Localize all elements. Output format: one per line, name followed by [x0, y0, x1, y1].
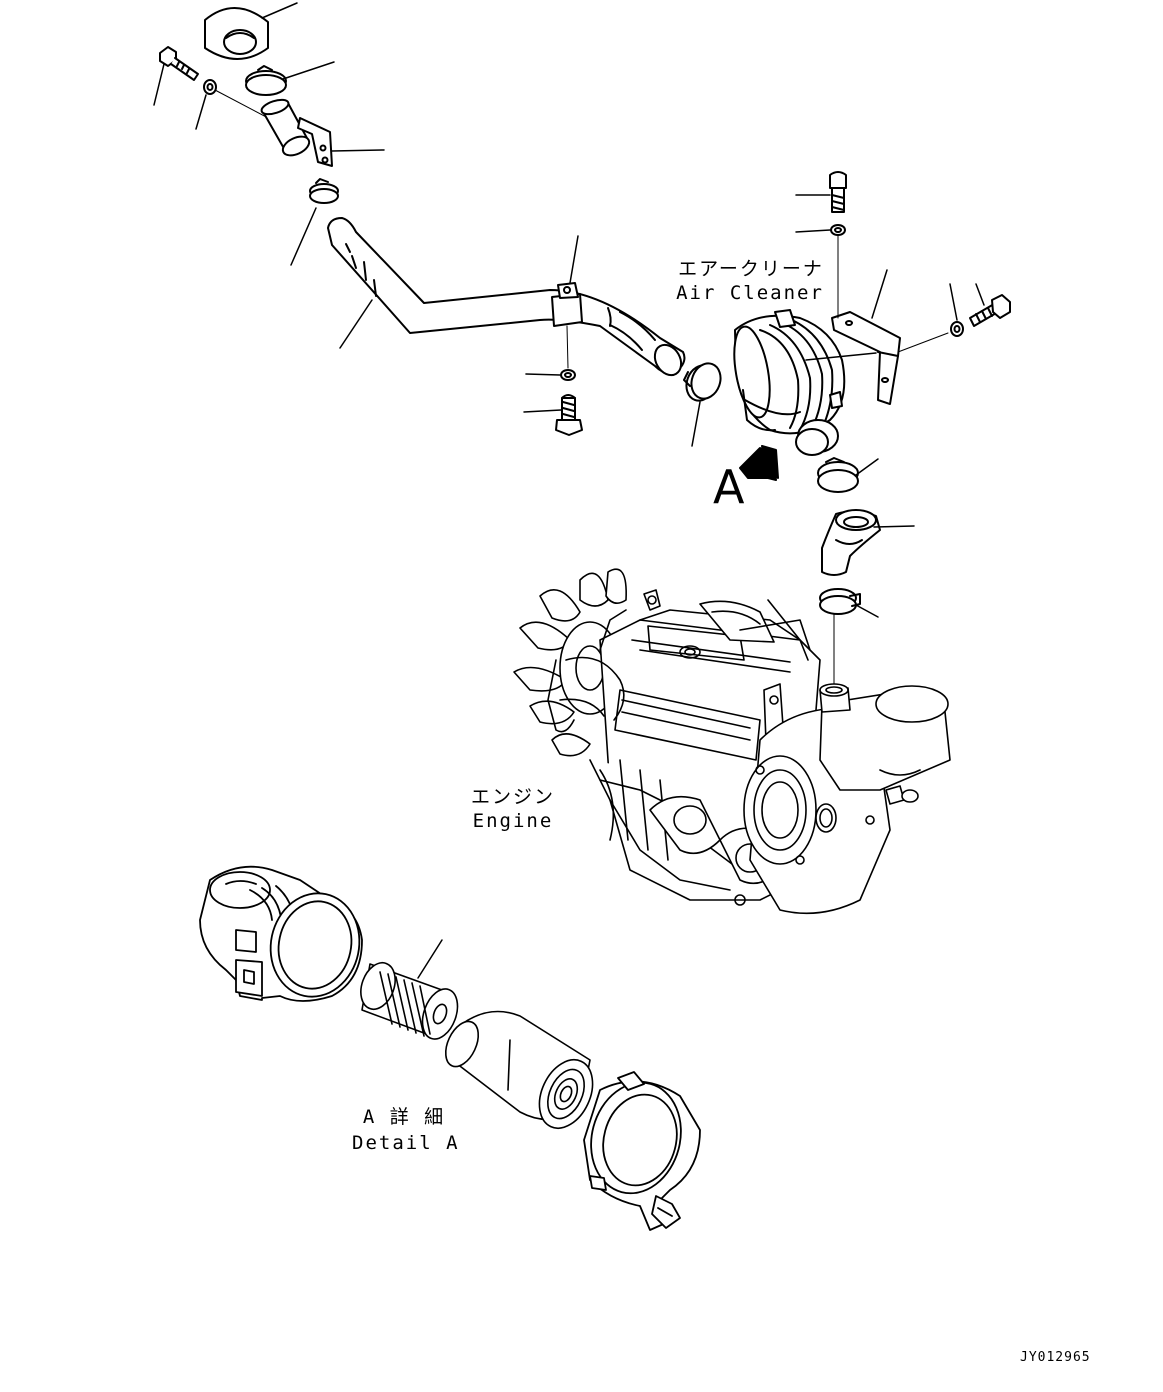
view-arrow: [740, 446, 778, 480]
air-cleaner-label-jp: エアークリーナ: [678, 258, 824, 280]
bolt-bracket-top: [830, 172, 846, 212]
engine-label-jp: エンジン: [470, 786, 555, 808]
bolt-bracket-right: [970, 295, 1010, 326]
leader-line: [418, 940, 442, 978]
leader-line: [976, 284, 984, 305]
assembly-line: [567, 326, 568, 368]
air-cleaner-cover-detail: [579, 1072, 700, 1230]
leader-line: [332, 150, 384, 151]
washer-upper-left: [204, 80, 216, 94]
washer-bracket-top: [831, 225, 845, 235]
leader-line: [291, 208, 316, 265]
safety-filter-element: [355, 958, 464, 1044]
leader-line: [856, 605, 878, 617]
leader-line: [154, 64, 164, 105]
leader-line: [570, 236, 578, 283]
leader-line: [524, 410, 561, 412]
leader-line: [872, 270, 887, 318]
leader-line: [692, 402, 700, 446]
leader-line: [283, 62, 334, 79]
leader-line: [806, 353, 876, 360]
primary-filter-element: [439, 1012, 603, 1137]
washer-bracket-right: [951, 322, 963, 336]
detail-a-label-jp: A 詳 細: [362, 1106, 446, 1128]
leader-line: [196, 95, 206, 129]
hose-clamp-upper: [246, 66, 286, 95]
leader-line: [856, 459, 878, 475]
assembly-line: [898, 333, 948, 352]
hose-clamp-elbow-upper: [818, 458, 858, 492]
intake-hose-long: [328, 218, 686, 380]
leader-line: [262, 3, 297, 18]
air-cleaner-assembly: [728, 310, 844, 455]
leader-line: [796, 230, 830, 232]
drawing-code: JY012965: [1020, 1350, 1091, 1365]
leader-line: [340, 300, 372, 348]
leader-line: [950, 284, 957, 320]
engine-illustration: [514, 569, 950, 913]
hose-mount-band: [552, 283, 582, 326]
engine-label-en: Engine: [472, 810, 554, 832]
elbow-hose: [822, 510, 880, 575]
view-arrow-label: A: [713, 460, 745, 514]
air-cleaner-body-detail: [200, 867, 369, 1005]
assembly-line: [215, 90, 272, 120]
hose-clamp-cleaner-inlet: [682, 359, 726, 404]
hose-clamp-second: [310, 179, 338, 203]
hose-clamp-elbow-lower: [820, 589, 860, 614]
air-cleaner-bracket: [832, 312, 900, 404]
intake-tube-with-bracket: [260, 97, 332, 166]
air-cleaner-label-en: Air Cleaner: [676, 282, 824, 304]
leader-line: [526, 374, 560, 375]
bolt-upper-left: [160, 47, 198, 80]
washer-hose-mount: [561, 370, 575, 380]
bolt-hose-mount: [556, 395, 582, 435]
intake-cap: [205, 8, 268, 59]
leader-line: [874, 526, 914, 527]
detail-a-label-en: Detail A: [352, 1132, 460, 1154]
